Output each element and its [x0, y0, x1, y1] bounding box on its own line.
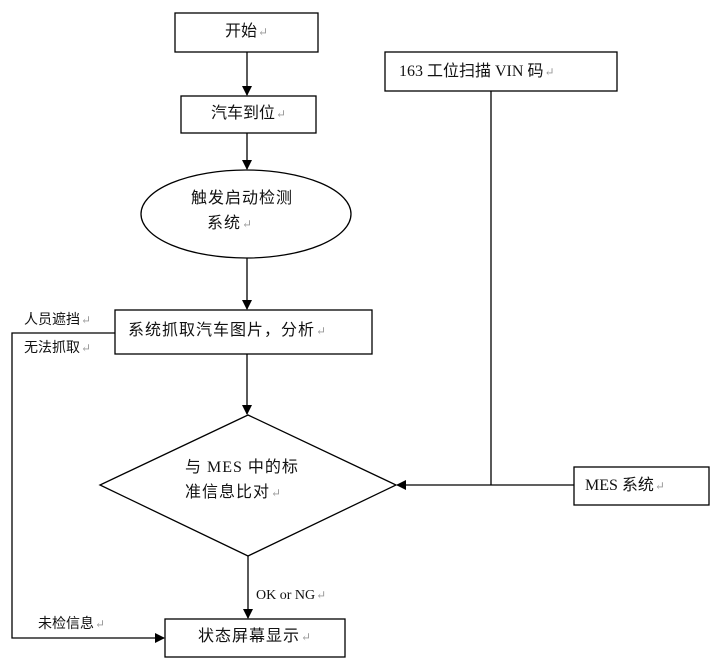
return-mark-icon: ↵ — [81, 313, 92, 327]
not-inspected-annotation: 未检信息↵ — [38, 614, 105, 635]
ok-or-ng-text: OK or NG — [256, 588, 316, 603]
compare-mes-label-line2: 准信息比对↵ — [185, 483, 282, 503]
capture-analyze-text: 系统抓取汽车图片，分析 — [128, 322, 316, 339]
person-blocking-annotation: 人员遮挡↵ — [24, 310, 91, 331]
mes-system-label: MES 系统↵ — [585, 476, 665, 496]
trigger-detection-ellipse — [140, 169, 352, 259]
mes-system-box — [573, 466, 710, 506]
return-mark-icon: ↵ — [242, 217, 254, 231]
cannot-capture-annotation: 无法抓取↵ — [24, 338, 91, 359]
scan-vin-label: 163 工位扫描 VIN 码↵ — [399, 62, 555, 82]
trigger-detection-label-line1: 触发启动检测 — [191, 190, 294, 207]
not-inspected-text: 未检信息 — [38, 617, 94, 632]
start-box — [174, 12, 319, 53]
start-label: 开始↵ — [175, 22, 318, 42]
trigger-detection-text: 系统 — [207, 215, 242, 232]
start-text: 开始 — [224, 23, 257, 40]
return-mark-icon: ↵ — [654, 479, 665, 493]
mes-system-text: MES 系统 — [585, 477, 654, 494]
scan-vin-text: 163 工位扫描 VIN 码 — [399, 63, 544, 80]
capture-analyze-label: 系统抓取汽车图片，分析↵ — [128, 321, 327, 341]
return-mark-icon: ↵ — [316, 324, 328, 338]
ok-or-ng-annotation: OK or NG↵ — [256, 585, 326, 606]
status-display-text: 状态屏幕显示 — [198, 628, 301, 645]
return-mark-icon: ↵ — [301, 630, 313, 644]
edge-capture-fail-to-status — [11, 332, 165, 643]
compare-mes-label-line1: 与 MES 中的标 — [185, 459, 299, 476]
car-in-position-box — [180, 95, 317, 134]
return-mark-icon: ↵ — [81, 341, 92, 355]
compare-mes-text: 准信息比对 — [185, 484, 271, 501]
trigger-detection-label-line2: 系统↵ — [207, 214, 253, 234]
car-in-position-label: 汽车到位↵ — [181, 104, 316, 124]
return-mark-icon: ↵ — [95, 617, 106, 631]
status-display-label: 状态屏幕显示↵ — [198, 627, 312, 647]
return-mark-icon: ↵ — [275, 107, 287, 121]
return-mark-icon: ↵ — [544, 65, 555, 79]
status-display-box — [164, 618, 346, 658]
return-mark-icon: ↵ — [271, 486, 283, 500]
return-mark-icon: ↵ — [316, 588, 327, 602]
cannot-capture-text: 无法抓取 — [24, 341, 80, 356]
scan-vin-box — [384, 51, 618, 92]
person-blocking-text: 人员遮挡 — [24, 313, 80, 328]
capture-analyze-box — [114, 309, 373, 355]
return-mark-icon: ↵ — [257, 25, 269, 39]
car-in-position-text: 汽车到位 — [210, 105, 275, 122]
